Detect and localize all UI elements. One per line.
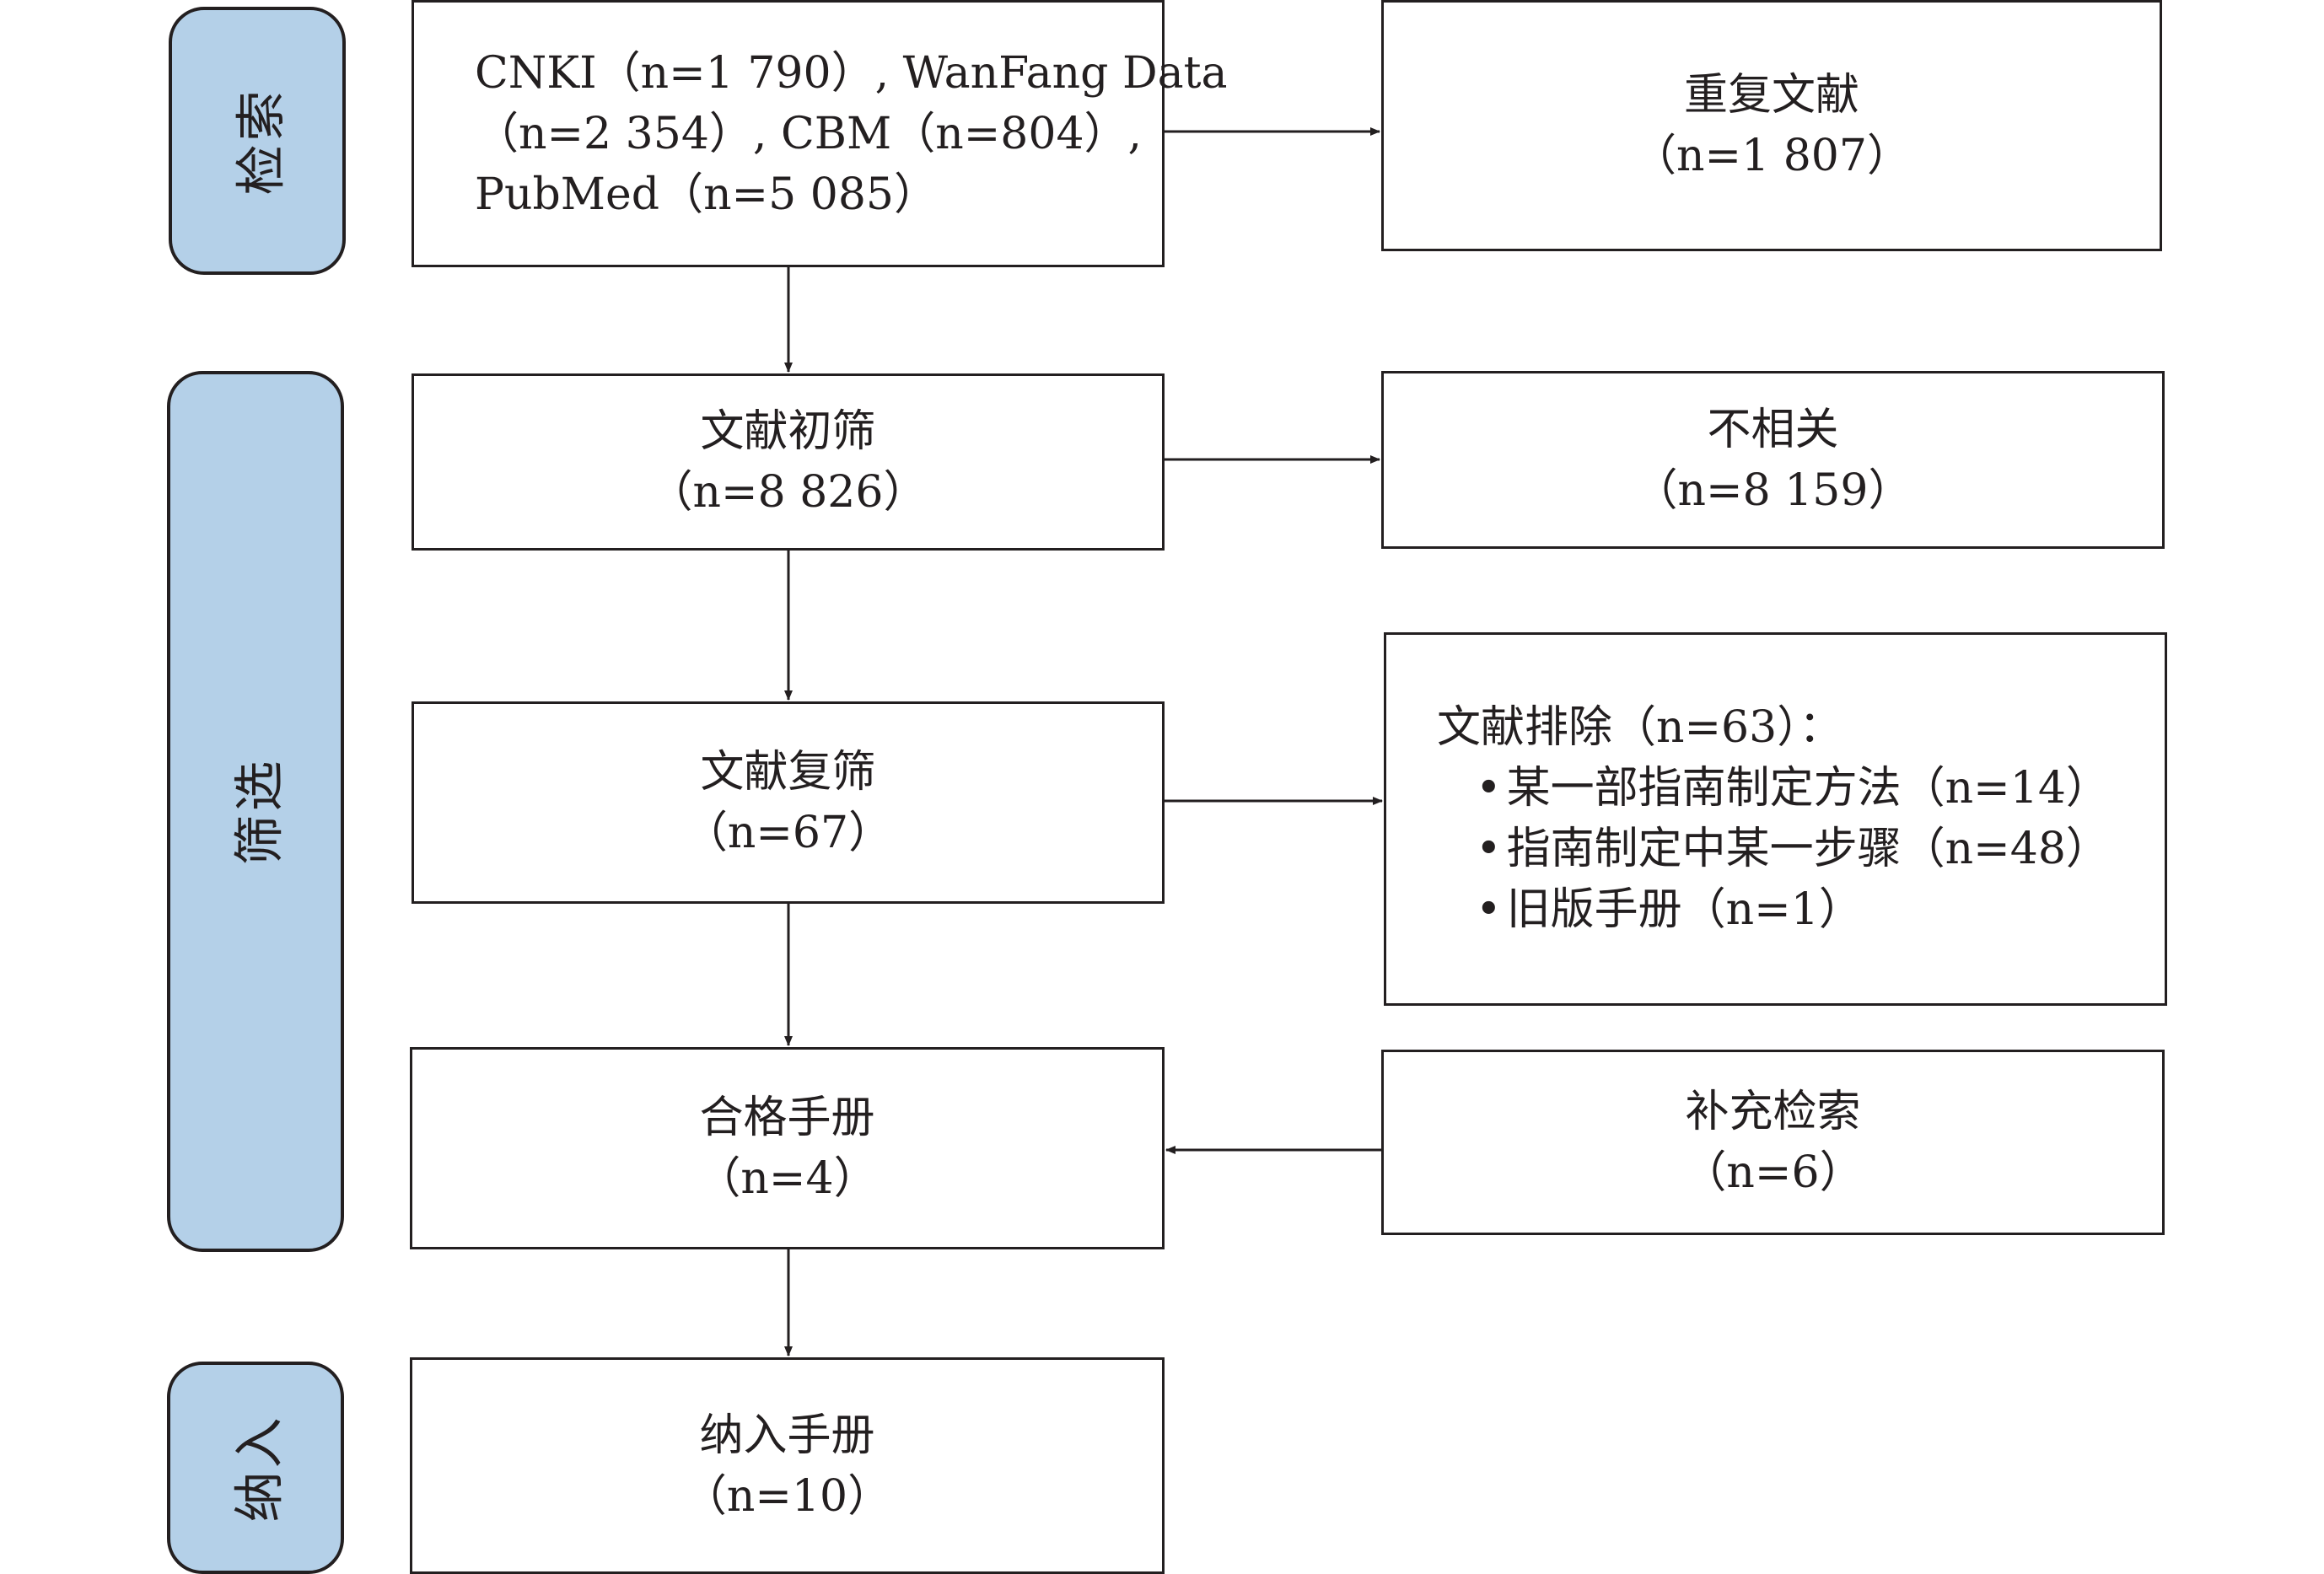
supplementary-title: 补充检索 — [1685, 1087, 1861, 1137]
sources-line-2: （n=2 354）, CBM（n=804）, — [475, 108, 1143, 159]
included-count: （n=10） — [682, 1470, 892, 1522]
included-box: 纳入手册 （n=10） — [410, 1357, 1165, 1574]
stage-retrieval: 检索 — [169, 7, 346, 275]
irrelevant-count: （n=8 159） — [1633, 465, 1912, 516]
stage-screening: 筛选 — [167, 371, 344, 1252]
eligible-title: 合格手册 — [699, 1093, 875, 1143]
excluded-reason-item: 旧版手册（n=1） — [1476, 879, 2110, 940]
excluded-reason-item: 某一部指南制定方法（n=14） — [1476, 758, 2110, 819]
sources-line-1: CNKI（n=1 790）, WanFang Data — [475, 47, 1228, 99]
sources-line-3: PubMed（n=5 085） — [475, 169, 938, 220]
supplementary-box: 补充检索 （n=6） — [1381, 1050, 2165, 1235]
included-title: 纳入手册 — [699, 1410, 875, 1461]
eligible-box: 合格手册 （n=4） — [410, 1047, 1165, 1249]
initial-screening-box: 文献初筛 （n=8 826） — [412, 373, 1165, 551]
stage-screening-label: 筛选 — [230, 757, 290, 866]
eligible-count: （n=4） — [697, 1153, 878, 1204]
initial-screening-title: 文献初筛 — [700, 406, 876, 457]
stage-inclusion: 纳入 — [167, 1362, 344, 1574]
duplicates-box: 重复文献 （n=1 807） — [1381, 0, 2162, 251]
irrelevant-title: 不相关 — [1707, 404, 1839, 455]
stage-inclusion-label: 纳入 — [230, 1414, 290, 1522]
duplicates-count: （n=1 807） — [1633, 131, 1911, 181]
irrelevant-box: 不相关 （n=8 159） — [1381, 371, 2165, 549]
supplementary-count: （n=6） — [1682, 1147, 1864, 1198]
full-screening-title: 文献复筛 — [700, 747, 876, 798]
initial-screening-count: （n=8 826） — [648, 467, 928, 518]
excluded-box: 文献排除（n=63）： 某一部指南制定方法（n=14） 指南制定中某一步骤（n=… — [1384, 632, 2167, 1006]
excluded-title: 文献排除（n=63）： — [1437, 702, 1843, 753]
sources-box: CNKI（n=1 790）, WanFang Data （n=2 354）, C… — [412, 0, 1228, 267]
duplicates-title: 重复文献 — [1683, 70, 1859, 121]
excluded-reasons-list: 某一部指南制定方法（n=14） 指南制定中某一步骤（n=48） 旧版手册（n=1… — [1476, 758, 2110, 940]
excluded-reason-item: 指南制定中某一步骤（n=48） — [1476, 819, 2110, 879]
full-screening-count: （n=67） — [683, 808, 893, 858]
stage-retrieval-label: 检索 — [232, 87, 292, 195]
full-screening-box: 文献复筛 （n=67） — [412, 701, 1165, 904]
